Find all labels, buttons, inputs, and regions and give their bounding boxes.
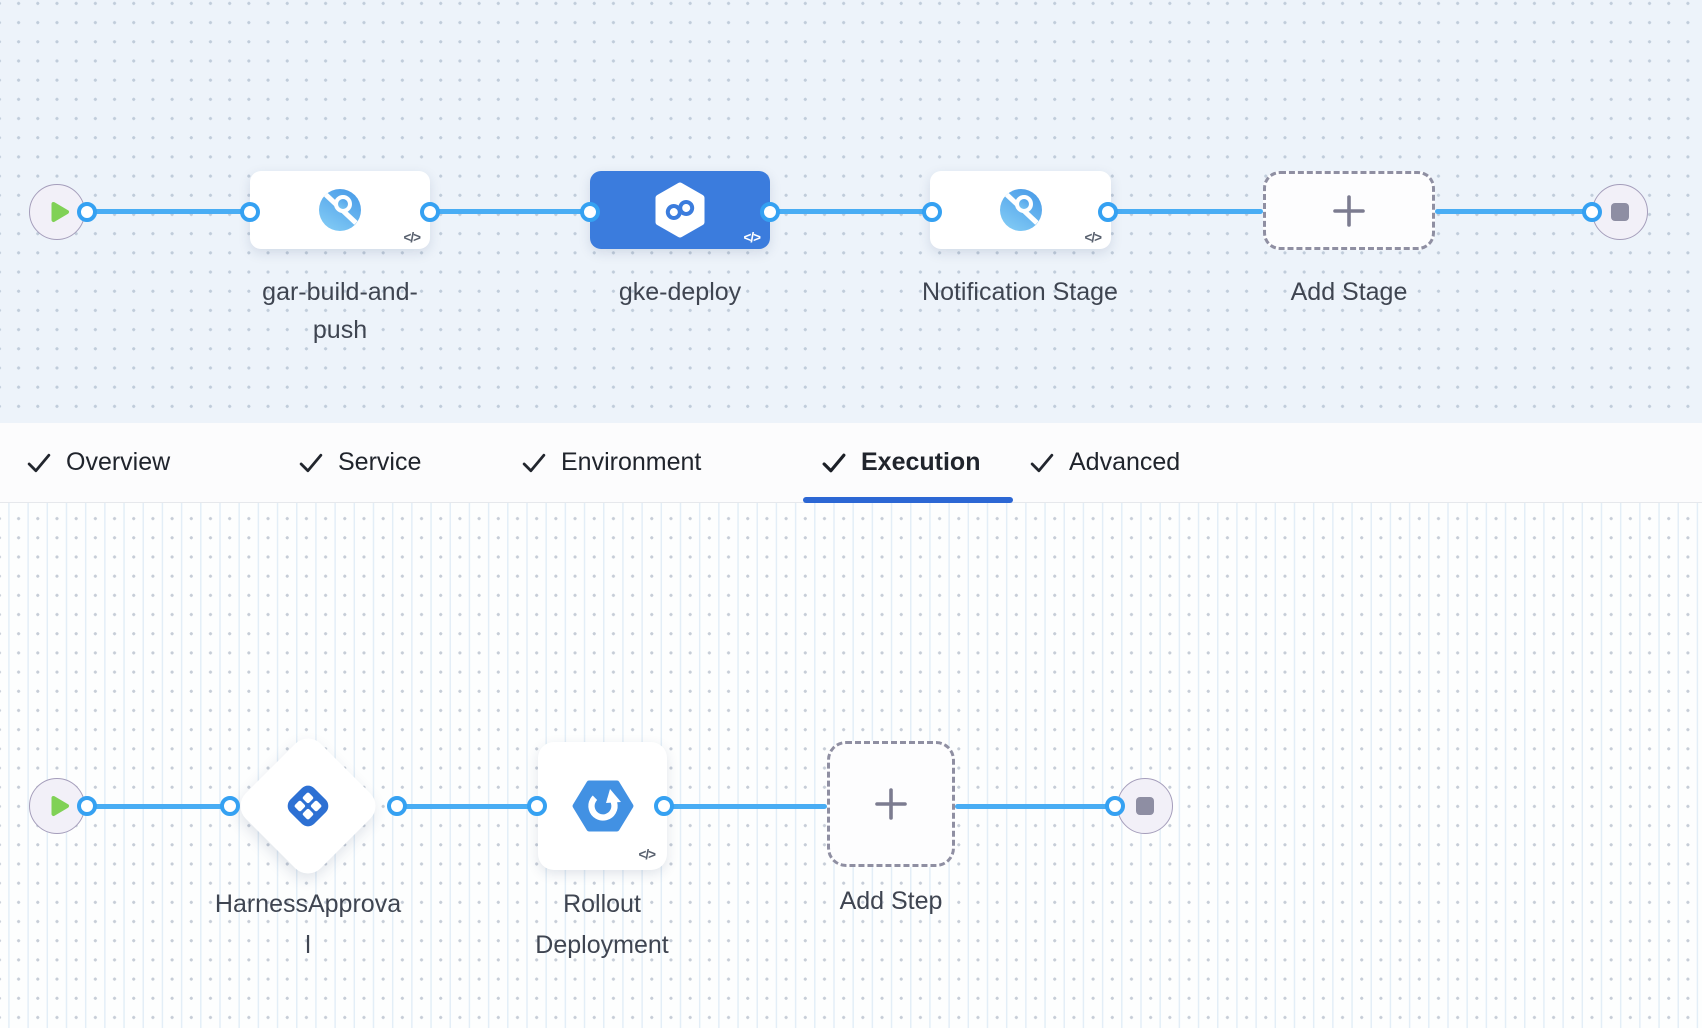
tab-advanced[interactable]: Advanced <box>1028 423 1180 502</box>
edge-line <box>1435 209 1592 214</box>
tab-label: Advanced <box>1069 448 1181 476</box>
check-icon <box>522 453 546 472</box>
check-icon <box>27 453 51 472</box>
stop-icon <box>1136 797 1154 815</box>
play-icon <box>51 202 69 222</box>
stage-config-tabs: Overview Service Environment Execution A… <box>0 423 1702 503</box>
custom-stage-icon <box>999 189 1042 231</box>
tab-label: Overview <box>66 448 171 476</box>
edge-line <box>397 804 537 809</box>
plus-icon <box>1333 194 1365 227</box>
code-braces-icon[interactable]: </> <box>403 230 421 245</box>
connector-port[interactable] <box>76 796 97 816</box>
cd-stage-icon <box>655 182 705 238</box>
stage-canvas[interactable]: </> </> <box>0 0 1702 423</box>
connector-port[interactable] <box>1097 201 1118 222</box>
edge-line <box>87 804 230 809</box>
connector-port[interactable] <box>419 201 440 222</box>
check-icon <box>299 453 323 472</box>
connector-port[interactable] <box>759 201 780 222</box>
code-braces-icon[interactable]: </> <box>1084 230 1102 245</box>
tab-service[interactable]: Service <box>297 423 421 502</box>
connector-port[interactable] <box>1104 796 1125 816</box>
approval-step-icon <box>287 785 329 827</box>
step-label[interactable]: HarnessApproval <box>214 890 402 959</box>
stage-label[interactable]: Notification Stage <box>922 278 1118 306</box>
connector-port[interactable] <box>239 201 260 222</box>
ci-stage-icon <box>319 189 361 231</box>
edge-line <box>1108 209 1263 214</box>
add-stage-label[interactable]: Add Stage <box>1290 278 1408 306</box>
tab-label: Environment <box>561 448 702 476</box>
active-tab-indicator <box>803 497 1013 503</box>
connector-port[interactable] <box>653 796 674 816</box>
stage-card-notification-stage[interactable]: </> <box>930 171 1111 249</box>
add-stage-button[interactable] <box>1263 171 1435 250</box>
stage-label[interactable]: gar-build-and-push <box>262 278 418 344</box>
connector-port[interactable] <box>76 201 97 222</box>
add-step-label[interactable]: Add Step <box>839 887 943 915</box>
stage-label[interactable]: gke-deploy <box>618 278 742 306</box>
step-label[interactable]: Rollout Deployment <box>535 890 669 959</box>
connector-port[interactable] <box>219 796 240 816</box>
check-icon <box>822 453 846 472</box>
stage-card-gke-deploy[interactable]: </> <box>590 171 770 249</box>
step-card-rollout-deployment[interactable]: </> <box>538 742 667 870</box>
plus-icon <box>875 788 907 820</box>
execution-canvas[interactable]: </> HarnessApproval Rollout Deployment A… <box>0 503 1702 1028</box>
play-icon <box>51 796 69 816</box>
edge-line <box>87 209 250 214</box>
stage-card-gar-build-and-push[interactable]: </> <box>250 171 430 249</box>
gke-rollout-icon <box>572 780 633 832</box>
code-braces-icon[interactable]: </> <box>743 230 761 245</box>
check-icon <box>1030 453 1054 472</box>
edge-line <box>430 209 590 214</box>
stop-icon <box>1611 203 1629 221</box>
connector-port[interactable] <box>526 796 547 816</box>
edge-line <box>664 804 827 809</box>
edge-line <box>955 804 1115 809</box>
add-step-button[interactable] <box>827 741 955 867</box>
tab-label: Service <box>338 448 422 476</box>
code-braces-icon[interactable]: </> <box>638 847 656 862</box>
tab-label: Execution <box>861 448 981 476</box>
tab-environment[interactable]: Environment <box>520 423 701 502</box>
edge-line <box>770 209 932 214</box>
tab-overview[interactable]: Overview <box>25 423 170 502</box>
connector-port[interactable] <box>1581 201 1602 222</box>
connector-port[interactable] <box>921 201 942 222</box>
pipeline-start-node <box>29 184 85 240</box>
execution-end-node <box>1117 778 1173 834</box>
tab-execution[interactable]: Execution <box>820 423 980 502</box>
connector-port[interactable] <box>579 201 600 222</box>
connector-port[interactable] <box>386 796 407 816</box>
